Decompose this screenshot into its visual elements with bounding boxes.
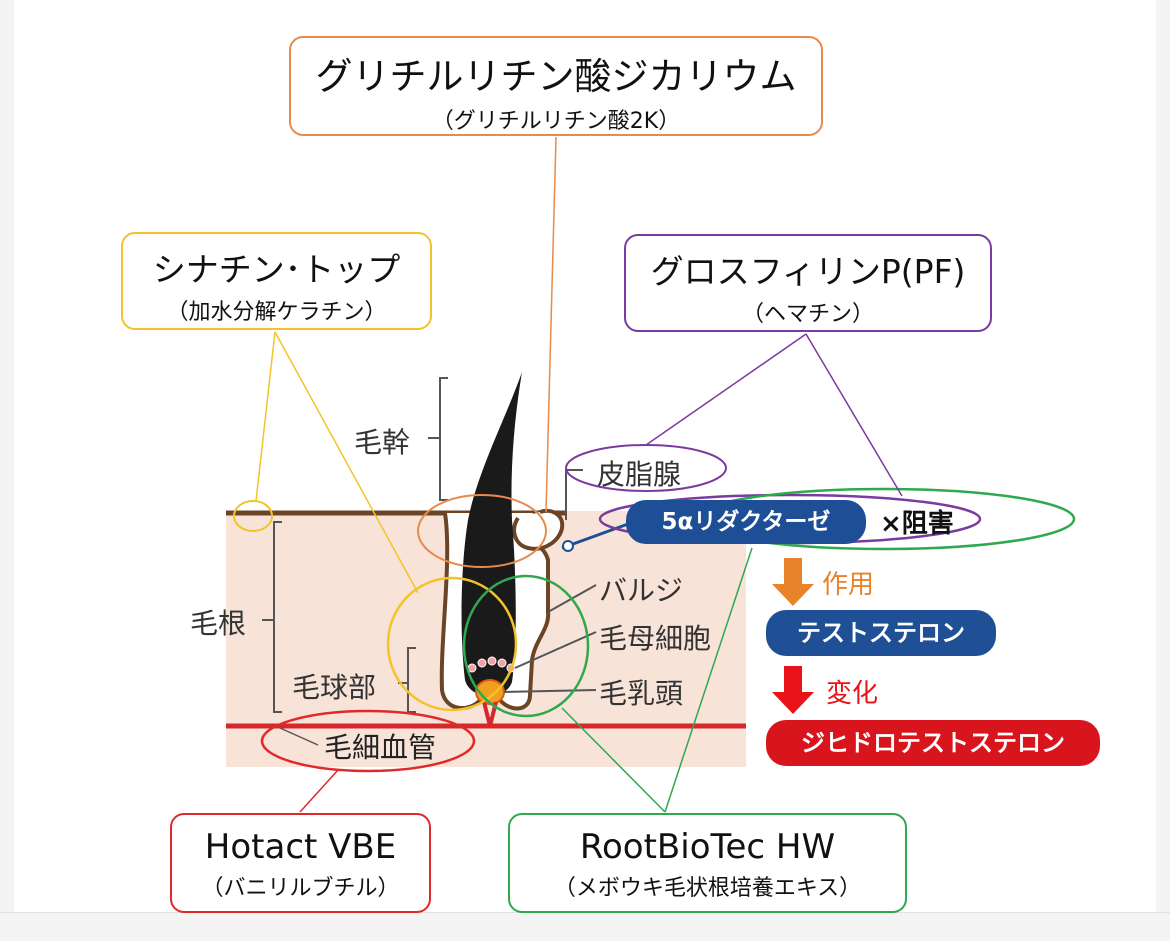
ingredient-name: シナチン･トップ [152,250,401,289]
ring-orange-follicle-top [417,494,547,568]
enzyme-connector-dot [562,540,574,552]
label-inhibition: ×阻害 [880,509,954,539]
arrow-action-icon [772,558,814,606]
pill-testosterone: テストステロン [766,610,996,656]
link-synachin-bulb [274,331,419,594]
ingredient-name: グロスフィリンP(PF) [650,252,966,291]
ingredient-sub: （メボウキ毛状根培養エキス） [553,876,862,901]
pointer-matrix [514,631,597,669]
matrix-cells [467,656,516,673]
ring-yellow-bulb [386,576,518,712]
link-hotact [299,769,339,813]
hair-shaft [461,372,522,697]
link-rootbio-enzyme [664,547,753,813]
ingredient-box-glycyrrhizin: グリチルリチン酸ジカリウム （グリチルリチン酸2K） [289,36,823,136]
pill-dihydrotestosterone: ジヒドロテストステロン [766,720,1100,766]
ring-green-bulb [462,574,590,718]
bracket-hair-shaft [428,377,448,501]
ingredient-sub: （加水分解ケラチン） [166,300,387,325]
label-change: 変化 [826,679,879,709]
ingredient-sub: （ヘマチン） [741,302,874,327]
label-hair-bulb: 毛球部 [292,671,377,704]
pointer-papilla [503,689,597,693]
ingredient-name: グリチルリチン酸ジカリウム [315,55,797,98]
label-bulge: バルジ [599,574,684,607]
papilla-vessel [482,701,498,727]
link-rootbio-bulb [561,707,666,813]
label-sebaceous-gland: 皮脂腺 [597,458,682,491]
ring-yellow-surface [233,500,273,532]
ingredient-sub: （バニリルブチル） [201,876,400,901]
sebaceous-gland-shape [512,508,565,551]
link-glycyrrhizin [545,136,557,513]
arrow-change-icon [772,666,814,714]
left-frame-edge [0,0,14,941]
ingredient-name: RootBioTec HW [579,827,836,867]
label-hair-root: 毛根 [190,607,247,640]
pointer-capillary [279,727,319,746]
ring-red-capillary [260,709,476,773]
ingredient-box-synachin: シナチン･トップ （加水分解ケラチン） [121,232,432,330]
pill-5a-reductase: 5αリダクターゼ [626,500,866,544]
label-hair-shaft: 毛幹 [354,426,411,459]
label-dermal-papilla: 毛乳頭 [599,677,684,710]
ingredient-name: Hotact VBE [204,827,397,867]
ingredient-box-grossfilin: グロスフィリンP(PF) （ヘマチン） [624,234,992,332]
link-synachin-surface [255,331,276,502]
ingredient-sub: （グリチルリチン酸2K） [431,109,681,134]
label-matrix-cells: 毛母細胞 [599,622,712,655]
bracket-hair-root [262,521,282,713]
ingredient-box-hotact: Hotact VBE （バニリルブチル） [170,813,431,913]
bottom-bar [0,912,1170,941]
label-action: 作用 [822,570,875,600]
link-grossfilin-enzyme [805,333,903,497]
ingredient-box-rootbiotec: RootBioTec HW （メボウキ毛状根培養エキス） [508,813,907,913]
right-frame-edge [1156,0,1170,941]
link-grossfilin-gland [645,333,807,446]
label-capillary: 毛細血管 [324,731,437,764]
